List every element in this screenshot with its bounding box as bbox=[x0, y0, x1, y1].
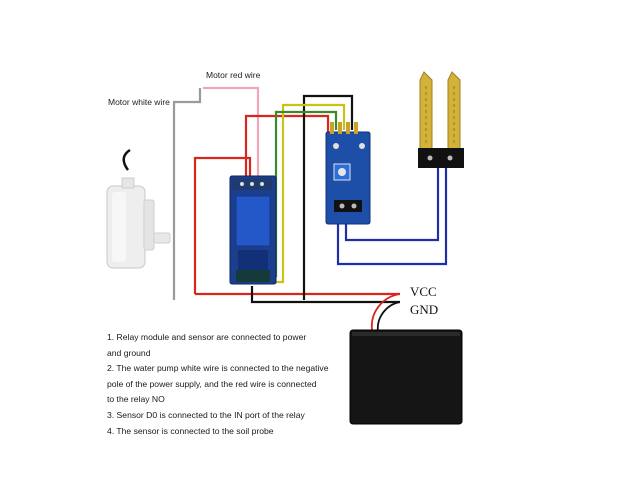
instruction-line: to the relay NO bbox=[107, 394, 165, 405]
blue-wire-2 bbox=[344, 168, 440, 242]
instruction-line: 3. Sensor D0 is connected to the IN port… bbox=[107, 409, 305, 420]
black-wire-gnd bbox=[250, 286, 400, 304]
sensor-module bbox=[325, 122, 371, 225]
water-pump bbox=[106, 148, 171, 269]
yellow-wire bbox=[276, 103, 346, 284]
instruction-line: 2. The water pump white wire is connecte… bbox=[107, 363, 329, 374]
battery-lead-red bbox=[371, 293, 401, 331]
white-wire bbox=[172, 88, 202, 300]
gnd-label: GND bbox=[410, 302, 439, 317]
battery-box bbox=[349, 329, 463, 425]
motor-red-wire-label: Motor red wire bbox=[206, 70, 261, 80]
instruction-line: 4. The sensor is connected to the soil p… bbox=[107, 425, 274, 436]
black-wire-sensor bbox=[302, 94, 354, 300]
vcc-label: VCC bbox=[410, 284, 437, 299]
blue-wire-1 bbox=[336, 168, 448, 266]
red-wire-relay bbox=[244, 114, 330, 188]
soil-probe bbox=[418, 71, 464, 168]
motor-white-wire-label: Motor white wire bbox=[108, 97, 170, 107]
wires bbox=[172, 86, 448, 333]
instruction-line: pole of the power supply, and the red wi… bbox=[107, 378, 317, 389]
relay-module bbox=[229, 175, 277, 285]
pink-wire bbox=[203, 86, 260, 185]
red-wire-pump bbox=[193, 156, 252, 294]
instructions-list: 1. Relay module and sensor are connected… bbox=[107, 330, 357, 439]
battery-lead-black bbox=[376, 301, 401, 333]
instruction-line: 1. Relay module and sensor are connected… bbox=[107, 332, 307, 342]
instruction-line: and ground bbox=[107, 347, 151, 358]
